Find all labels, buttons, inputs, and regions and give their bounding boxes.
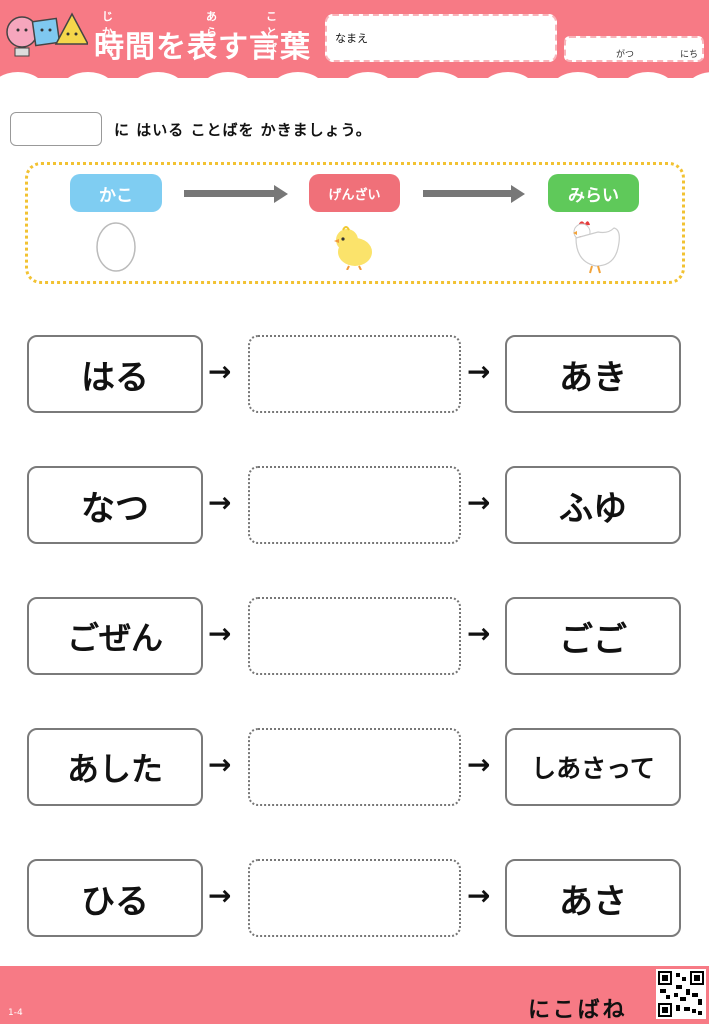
instruction-text: に はいる ことばを かきましょう。 xyxy=(114,121,372,139)
label-past: かこ xyxy=(70,174,162,212)
name-label: なまえ xyxy=(335,32,368,45)
row-arrow: → xyxy=(208,617,232,650)
row-arrow: → xyxy=(467,355,491,388)
instruction-sample-box xyxy=(10,112,102,146)
word-before: なつ xyxy=(27,466,203,544)
label-future: みらい xyxy=(548,174,639,212)
date-field[interactable]: がつ にち xyxy=(564,36,704,62)
row-arrow: → xyxy=(208,748,232,781)
word-after: ふゆ xyxy=(505,466,681,544)
word-before: ごぜん xyxy=(27,597,203,675)
title-ruby: じかん xyxy=(102,10,113,55)
scallop xyxy=(60,72,116,78)
month-label: がつ xyxy=(616,50,635,60)
chicken-icon xyxy=(573,221,620,274)
qr-code-icon xyxy=(656,969,706,1019)
word-after: しあさって xyxy=(505,728,681,806)
logo-shapes-icon xyxy=(6,12,88,57)
scallop xyxy=(620,72,676,78)
word-after: ごご xyxy=(505,597,681,675)
scallop xyxy=(0,72,46,78)
word-before: ひる xyxy=(27,859,203,937)
chick-icon xyxy=(334,226,372,270)
answer-box[interactable] xyxy=(248,859,461,937)
word-after: あき xyxy=(505,335,681,413)
label-present: げんざい xyxy=(309,174,400,212)
answer-box[interactable] xyxy=(248,597,461,675)
timeline-arrow-head xyxy=(274,185,288,203)
scallop xyxy=(480,72,536,78)
page-title: 時間を表す言葉 xyxy=(94,30,311,65)
footer-band xyxy=(0,966,709,1024)
name-field[interactable]: なまえ xyxy=(325,14,557,62)
header-band: じかん あら ことば 時間を表す言葉 なまえ がつ にち xyxy=(0,0,709,78)
timeline-arrow xyxy=(184,190,276,197)
scallop xyxy=(550,72,606,78)
scallop xyxy=(270,72,326,78)
row-arrow: → xyxy=(208,355,232,388)
timeline-arrow xyxy=(423,190,513,197)
row-arrow: → xyxy=(467,879,491,912)
scallop xyxy=(685,72,709,78)
scallop xyxy=(410,72,466,78)
scallop xyxy=(200,72,256,78)
row-arrow: → xyxy=(467,486,491,519)
egg-icon xyxy=(96,222,136,272)
title-ruby: ことば xyxy=(266,10,277,55)
title-ruby: あら xyxy=(206,10,217,39)
row-arrow: → xyxy=(208,879,232,912)
row-arrow: → xyxy=(467,617,491,650)
scallop xyxy=(130,72,186,78)
answer-box[interactable] xyxy=(248,466,461,544)
row-arrow: → xyxy=(467,748,491,781)
answer-box[interactable] xyxy=(248,335,461,413)
answer-box[interactable] xyxy=(248,728,461,806)
page-number: 1-4 xyxy=(8,1008,23,1018)
day-label: にち xyxy=(680,50,699,60)
timeline-arrow-head xyxy=(511,185,525,203)
word-after: あさ xyxy=(505,859,681,937)
row-arrow: → xyxy=(208,486,232,519)
word-before: あした xyxy=(27,728,203,806)
brand-logo: にこばね xyxy=(528,998,628,1023)
word-before: はる xyxy=(27,335,203,413)
scallop xyxy=(340,72,396,78)
timeline-panel xyxy=(25,162,685,284)
